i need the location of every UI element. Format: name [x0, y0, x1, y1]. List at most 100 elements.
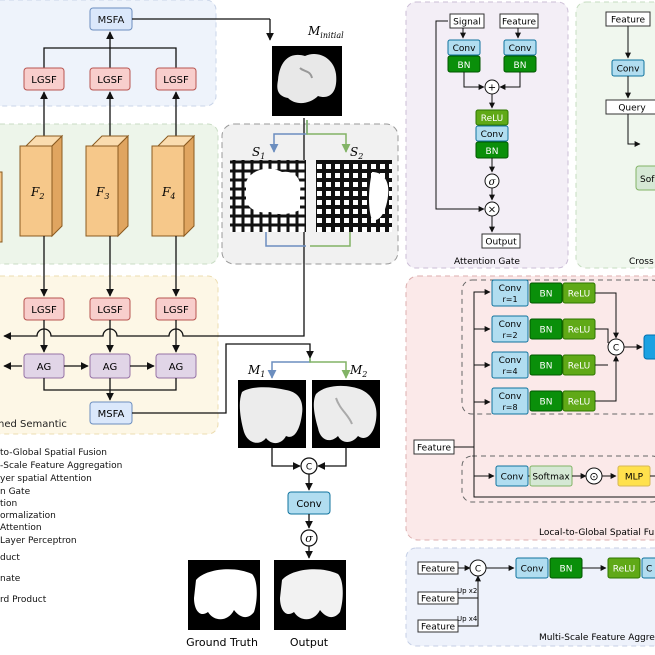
msfa-bottom-block: MSFA	[89, 401, 133, 425]
lgsf-branch-r2-relu: ReLU	[568, 326, 591, 336]
ag-multiply-label: ×	[488, 205, 496, 216]
feature-cube-f2: F2	[19, 134, 64, 238]
lgsf-branch-r4-conv: Conv	[499, 356, 522, 366]
legend-concatenate: nate	[0, 574, 21, 584]
ag-bn-right: BN	[503, 55, 537, 73]
cross-feature-input: Feature	[605, 11, 651, 27]
ag-conv-left: Conv	[447, 39, 481, 56]
lgsf-branch-r4-relu: ReLU	[568, 362, 591, 372]
lgsf-branch-r1-rate: r=1	[502, 295, 517, 304]
output-mask	[274, 560, 346, 630]
legend-msfa: -Scale Feature Aggregation	[0, 461, 122, 471]
lgsf-spatial-conv-label: Conv	[501, 473, 524, 483]
cross-panel	[575, 1, 655, 269]
lgsf-bottom-3-label: LGSF	[163, 305, 189, 316]
lgsf-top-3: LGSF	[155, 67, 197, 91]
ag-signal-input: Signal	[449, 13, 485, 29]
lgsf-softmax: Softmax	[529, 465, 573, 487]
ag-bn-left: BN	[447, 55, 481, 73]
lgsf-branch-r1: Conv r=1 BN ReLU	[491, 279, 596, 307]
s1-grid-mask	[230, 160, 306, 232]
msfa-concat-node: C	[469, 559, 487, 577]
ag-bn-mid-label: BN	[486, 147, 499, 157]
msfa-detail-panel	[405, 547, 655, 647]
lgsf-branch-r8: Conv r=8 BN ReLU	[491, 387, 596, 415]
feature-cube-partial	[0, 171, 3, 243]
lgsf-feature-input: Feature	[413, 439, 455, 455]
concat-node: C	[300, 457, 318, 475]
cross-query-label: Query	[618, 104, 646, 114]
msfa-top-block: MSFA	[89, 7, 133, 31]
lgsf-branch-r2-rate: r=2	[502, 331, 517, 340]
lgsf-bottom-1-label: LGSF	[31, 305, 57, 316]
legend-cross-attention: Attention	[0, 523, 42, 533]
cross-softmax-label: Sof	[640, 175, 655, 185]
msfa-concat-label: C	[475, 565, 481, 575]
cross-caption: Cross	[629, 257, 654, 267]
ag-conv-mid: Conv	[475, 125, 509, 142]
msfa-caption: Multi-Scale Feature Aggreg	[539, 633, 655, 643]
lgsf-branch-r1-relu: ReLU	[568, 290, 591, 300]
lgsf-branch-r2-conv: Conv	[499, 320, 522, 330]
legend-hadamard: rd Product	[0, 595, 47, 605]
ag-bn-left-label: BN	[458, 61, 471, 71]
lgsf-mlp: MLP	[617, 465, 651, 487]
m1-label: M1	[247, 363, 265, 379]
ag-conv-mid-label: Conv	[481, 130, 504, 140]
ag-3: AG	[155, 353, 197, 379]
lgsf-branch-r1-bn: BN	[540, 290, 553, 300]
ag-2: AG	[89, 353, 131, 379]
lgsf-bottom-2-label: LGSF	[97, 305, 123, 316]
legend-product: duct	[0, 553, 20, 563]
lgsf-odot-label: ⊙	[589, 470, 598, 483]
lgsf-top-2: LGSF	[89, 67, 131, 91]
msfa-up4-label: Up x4	[457, 615, 478, 623]
ag-3-label: AG	[169, 362, 183, 373]
lgsf-branch-r8-rate: r=8	[502, 403, 517, 412]
cross-query: Query	[605, 99, 655, 115]
lgsf-branch-r1-conv: Conv	[499, 284, 522, 294]
attention-gate-caption: Attention Gate	[454, 257, 520, 267]
legend-lgsf: to-Global Spatial Fusion	[0, 448, 107, 458]
ag-feature-label: Feature	[502, 18, 536, 28]
lgsf-top-1-label: LGSF	[31, 75, 57, 86]
msfa-conv-cut-label: C	[646, 565, 652, 575]
m2-mask	[312, 380, 380, 448]
msfa-bn: BN	[549, 557, 583, 579]
ag-add-node: +	[484, 79, 500, 95]
legend: to-Global Spatial Fusion -Scale Feature …	[0, 448, 122, 605]
lgsf-bottom-3: LGSF	[155, 297, 197, 321]
output-caption: Output	[290, 636, 329, 649]
s1-label: S1	[252, 145, 265, 161]
msfa-feature-1-label: Feature	[421, 565, 455, 575]
m2-label: M2	[349, 363, 367, 379]
s2-grid-mask	[316, 160, 392, 232]
legend-convolution: tion	[0, 499, 17, 509]
lgsf-branch-r8-relu: ReLU	[568, 398, 591, 408]
ag-output-label: Output	[485, 238, 517, 248]
ag-2-label: AG	[103, 362, 117, 373]
lgsf-spatial-conv: Conv	[495, 465, 529, 487]
ag-1: AG	[23, 353, 65, 379]
lgsf-odot-node: ⊙	[585, 467, 603, 485]
lgsf-top-2-label: LGSF	[97, 75, 123, 86]
msfa-relu: ReLU	[607, 557, 641, 579]
legend-mlp: Layer Perceptron	[0, 536, 77, 546]
ag-sigmoid-label: σ	[489, 177, 497, 188]
cross-feature-label: Feature	[611, 16, 645, 26]
ag-signal-label: Signal	[453, 18, 481, 28]
lgsf-bottom-2: LGSF	[89, 297, 131, 321]
lgsf-branch-r8-conv: Conv	[499, 392, 522, 402]
ag-multiply-node: ×	[484, 201, 500, 217]
f4-label: F4	[161, 185, 175, 201]
msfa-feature-3: Feature	[417, 619, 459, 633]
ag-feature-input: Feature	[499, 13, 539, 29]
msfa-top-label: MSFA	[98, 15, 125, 26]
f3-label: F3	[95, 185, 109, 201]
lgsf-branch-r4: Conv r=4 BN ReLU	[491, 351, 596, 379]
output-conv-label: Conv	[296, 499, 321, 510]
lgsf-inner-top-panel	[461, 279, 655, 415]
ag-sigmoid-node: σ	[484, 173, 500, 189]
ag-conv-right: Conv	[503, 39, 537, 56]
